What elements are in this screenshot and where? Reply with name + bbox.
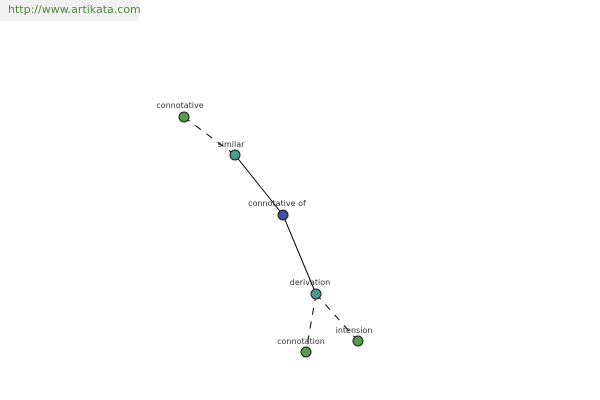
node-derivation[interactable]: derivation [290, 278, 330, 300]
node-similar[interactable]: similar [218, 140, 246, 161]
node-connotative-of[interactable]: connotative of [248, 199, 306, 221]
site-url-watermark[interactable]: http://www.artikata.com [0, 0, 141, 21]
node-connotative-dot[interactable] [178, 111, 190, 123]
node-intension-label[interactable]: intension [336, 326, 373, 335]
node-intension[interactable]: intension [336, 326, 373, 347]
node-connotation-dot[interactable] [300, 346, 312, 358]
nodes-layer: connotative similar connotative of derivati… [156, 101, 373, 358]
node-connotative[interactable]: connotative [156, 101, 204, 123]
node-connotative-of-label[interactable]: connotative of [248, 199, 306, 208]
edge-similar-to-connotative-of [234, 154, 284, 216]
node-connotation[interactable]: connotation [277, 337, 325, 358]
node-intension-dot[interactable] [352, 335, 364, 347]
edge-derivation-to-intension [315, 293, 359, 342]
edges-layer [183, 116, 359, 353]
node-derivation-label[interactable]: derivation [290, 278, 330, 287]
node-connotative-label[interactable]: connotative [156, 101, 203, 110]
edge-derivation-to-connotation [305, 293, 317, 353]
edge-connotative-to-similar [183, 116, 236, 156]
node-similar-label[interactable]: similar [218, 140, 246, 149]
node-connotative-of-dot[interactable] [277, 209, 289, 221]
node-similar-dot[interactable] [229, 149, 241, 161]
node-derivation-dot[interactable] [310, 288, 322, 300]
edge-connotative-of-to-derivation [282, 214, 317, 295]
node-connotation-label[interactable]: connotation [277, 337, 325, 346]
